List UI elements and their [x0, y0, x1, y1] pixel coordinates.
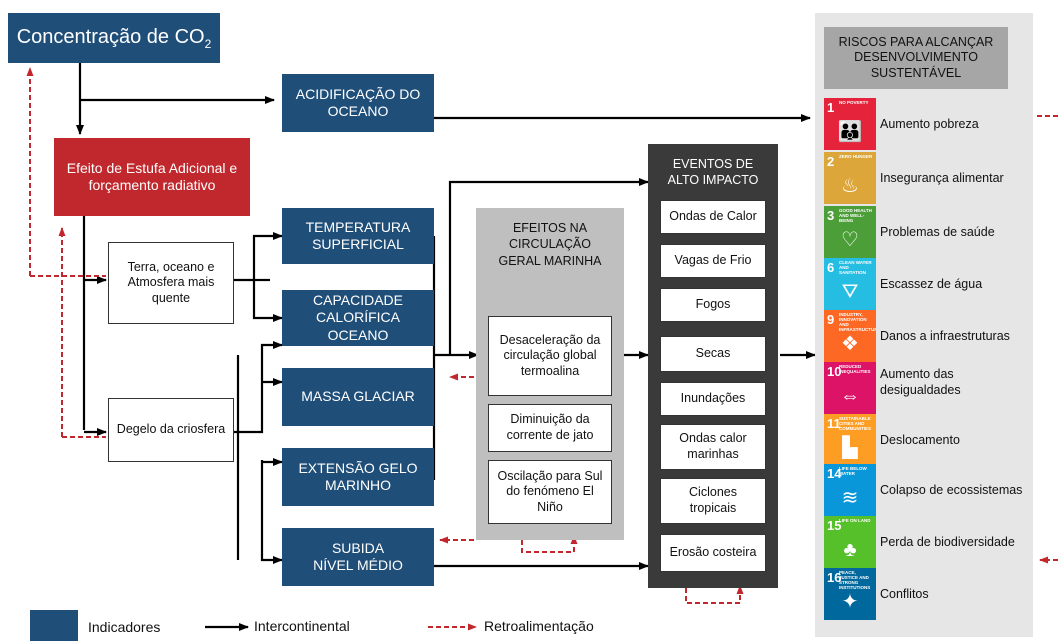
risk-label: Perda de biodiversidade: [880, 535, 1015, 549]
sdg-number: 1: [827, 100, 835, 115]
sdg-tile: 11Sustainable cities and communities ▙: [824, 414, 876, 466]
sdg-tile: 15Life on land ♣: [824, 516, 876, 568]
sdg-icon: ⇔: [840, 385, 860, 407]
sdg-icon: ≋: [841, 487, 859, 509]
sdg-icon: ♨: [841, 175, 859, 197]
acidificacao-box: ACIDIFICAÇÃO DO OCEANO: [282, 74, 434, 132]
sdg-tile: 2 Zero hunger ♨: [824, 152, 876, 204]
risk-label: Aumento pobreza: [880, 117, 979, 131]
event-item: Ondas calor marinhas: [660, 424, 766, 470]
circulation-item: Desaceleração da circulação global termo…: [488, 316, 612, 396]
risks-title: RISCOS PARA ALCANÇAR DESENVOLVIMENTO SUS…: [824, 27, 1008, 89]
risk-label: Conflitos: [880, 587, 929, 601]
legend-retroalimentacao-label: Retroalimentação: [484, 618, 594, 634]
sdg-title: Industry, innovation and infrastructure: [839, 312, 876, 332]
subida-nivel-box: SUBIDA NÍVEL MÉDIO: [282, 528, 434, 586]
feedback-degelo-to-efeito: [62, 228, 106, 438]
circulation-title: EFEITOS NA CIRCULAÇÃO GERAL MARINHA: [498, 221, 602, 268]
sdg-title: Zero hunger: [839, 154, 873, 159]
sdg-tile: 10Reduced inequalities ⇔: [824, 362, 876, 414]
sdg-icon: ✦: [841, 591, 859, 613]
sdg-title: Life below water: [839, 466, 867, 476]
sdg-number: 14: [827, 466, 842, 481]
sdg-number: 3: [827, 208, 835, 223]
risk-label: Problemas de saúde: [880, 225, 995, 239]
legend-indicadores-label: Indicadores: [88, 619, 161, 635]
risk-label: Insegurança alimentar: [880, 171, 1004, 185]
arrow-to-events-top: [448, 178, 649, 355]
arrow-terra-to-capac: [252, 280, 283, 322]
sdg-tile: 16Peace, justice and strong institutions…: [824, 568, 876, 620]
risk-label: Deslocamento: [880, 433, 960, 447]
sdg-icon: ❖: [841, 333, 859, 355]
circulation-item: Oscilação para Sul do fenómeno El Niño: [488, 460, 612, 524]
extensao-gelo-box: EXTENSÃO GELO MARINHO: [282, 448, 434, 506]
event-item: Ciclones tropicais: [660, 478, 766, 524]
sdg-icon: ♣: [843, 539, 857, 561]
sdg-icon: 👪: [837, 121, 863, 143]
sdg-number: 11: [827, 416, 841, 431]
sdg-icon: ♡: [841, 229, 859, 251]
sdg-tile: 3 Good health and well-being ♡: [824, 206, 876, 258]
event-item: Fogos: [660, 288, 766, 322]
event-item: Secas: [660, 336, 766, 372]
risk-label: Colapso de ecossistemas: [880, 483, 1023, 497]
feedback-efeito-to-co2: [30, 68, 106, 277]
legend-intercontinental-label: Intercontinental: [254, 618, 350, 634]
sdg-number: 2: [827, 154, 835, 169]
degelo-branch: [234, 341, 283, 434]
event-item: Erosão costeira: [660, 534, 766, 572]
degelo-box: Degelo da criosfera: [108, 398, 234, 462]
sdg-title: Sustainable cities and communities: [839, 416, 871, 431]
sdg-title: Reduced inequalities: [839, 364, 871, 374]
degelo-subida: [260, 460, 283, 564]
capacidade-box: CAPACIDADE CALORÍFICA OCEANO: [282, 290, 434, 346]
legend-indicator-swatch: [30, 610, 78, 641]
sdg-tile: 1 No poverty 👪: [824, 98, 876, 150]
co2-concentration-box: Concentração de CO2: [8, 13, 220, 63]
sdg-number: 10: [827, 364, 842, 379]
sdg-tile: 14Life below water ≋: [824, 464, 876, 516]
sdg-title: Peace, justice and strong institutions: [839, 570, 871, 590]
sdg-number: 15: [827, 518, 842, 533]
arrow-terra-to-temp: [234, 232, 283, 282]
feedback-events-loop: [685, 585, 744, 604]
event-item: Ondas de Calor: [660, 200, 766, 234]
massa-glaciar-box: MASSA GLACIAR: [282, 368, 434, 426]
sdg-number: 9: [827, 312, 835, 327]
sdg-tile: 9 Industry, innovation and infrastructure…: [824, 310, 876, 362]
feedback-circ-loop: [521, 535, 578, 553]
terra-oceano-box: Terra, oceano e Atmosfera mais quente: [108, 242, 234, 324]
risk-label: Danos a infraestruturas: [880, 329, 1010, 343]
sdg-title: No poverty: [839, 100, 869, 105]
sdg-icon: ▙: [842, 437, 858, 459]
temperatura-box: TEMPERATURA SUPERFICIAL: [282, 208, 434, 264]
sdg-title: Good health and well-being: [839, 208, 872, 223]
risk-label: Escassez de água: [880, 277, 983, 291]
risk-label: Aumento das desigualdades: [880, 367, 961, 398]
sdg-number: 16: [827, 570, 842, 585]
sdg-title: Clean water and sanitation: [839, 260, 872, 275]
circulation-item: Diminuição da corrente de jato: [488, 404, 612, 452]
event-item: Inundações: [660, 382, 766, 416]
sdg-title: Life on land: [839, 518, 871, 523]
sdg-tile: 6 Clean water and sanitation ⛛: [824, 258, 876, 310]
events-title: EVENTOS DE ALTO IMPACTO: [667, 157, 759, 188]
event-item: Vagas de Frio: [660, 244, 766, 278]
co2-subscript: 2: [204, 36, 212, 51]
co2-label: Concentração de CO: [16, 25, 205, 48]
sdg-icon: ⛛: [841, 281, 859, 303]
sdg-number: 6: [827, 260, 835, 275]
efeito-estufa-box: Efeito de Estufa Adicional e forçamento …: [54, 138, 250, 216]
